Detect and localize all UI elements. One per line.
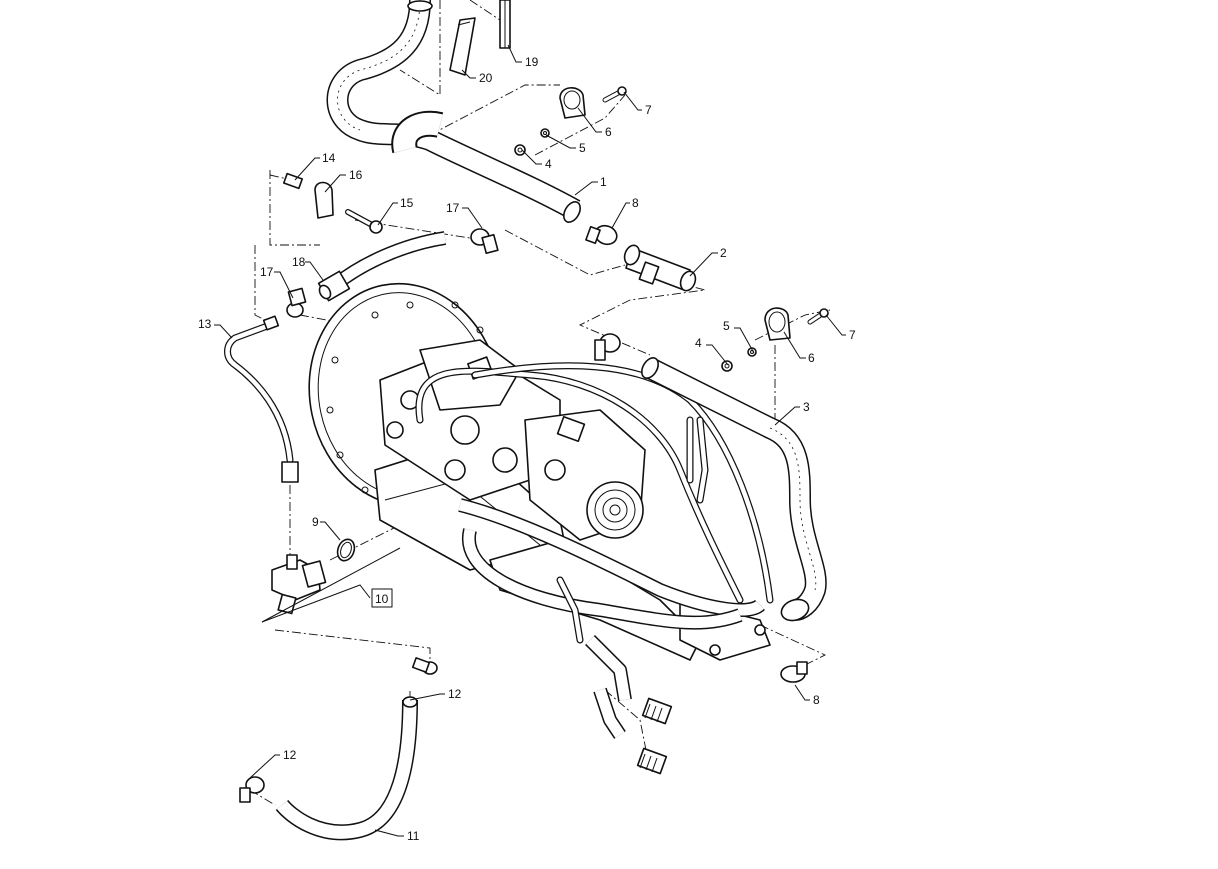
mounting-bracket-lower xyxy=(764,307,791,341)
hose-end-fitting-lower xyxy=(636,747,668,775)
cap-screw xyxy=(345,209,383,234)
callout-6-upper: 6 xyxy=(605,125,612,139)
callout-10-box xyxy=(371,588,393,608)
flat-washer-lower xyxy=(747,347,757,357)
callout-9: 9 xyxy=(312,515,319,529)
hose-clamp-17-lower xyxy=(286,287,307,318)
callout-12-upper: 12 xyxy=(448,687,462,701)
insulation-pad xyxy=(449,17,476,76)
o-ring xyxy=(336,538,356,562)
hose-clamp-12-lower xyxy=(239,776,265,803)
suction-hose-upper xyxy=(326,0,581,223)
housing-bolts xyxy=(326,301,484,494)
callout-15: 15 xyxy=(400,196,414,210)
hex-nut-lower xyxy=(721,360,733,372)
callout-12-lower: 12 xyxy=(283,748,297,762)
callout-17-lower: 17 xyxy=(260,265,274,279)
callout-5-upper: 5 xyxy=(579,141,586,155)
callout-4-lower: 4 xyxy=(695,336,702,350)
callout-7-upper: 7 xyxy=(645,103,652,117)
hose-clamp-lower xyxy=(780,661,808,683)
callout-3: 3 xyxy=(803,400,810,414)
callout-2: 2 xyxy=(720,246,727,260)
callout-8-lower: 8 xyxy=(813,693,820,707)
callout-11: 11 xyxy=(407,829,420,843)
callout-10: 10 xyxy=(375,592,389,606)
drain-hose xyxy=(317,231,447,302)
hose-clamp-12-upper xyxy=(411,657,438,675)
callout-14: 14 xyxy=(322,151,336,165)
mounting-bracket-upper xyxy=(559,87,586,119)
callout-16: 16 xyxy=(349,168,363,182)
callout-18: 18 xyxy=(292,255,306,269)
callout-20: 20 xyxy=(479,71,493,85)
callout-19: 19 xyxy=(525,55,539,69)
callout-4-upper: 4 xyxy=(545,157,552,171)
return-hose xyxy=(275,696,418,841)
callout-labels: 1 2 3 4 4 5 5 6 6 7 7 8 8 9 10 11 12 12 … xyxy=(198,55,856,843)
hose-clamp-17-upper xyxy=(470,228,499,255)
elbow-fitting xyxy=(261,547,401,623)
bolt-upper xyxy=(602,86,627,103)
callout-5-lower: 5 xyxy=(723,319,730,333)
hose-clamp-mid xyxy=(594,333,621,361)
callout-leaders xyxy=(214,44,846,837)
callout-8-upper: 8 xyxy=(632,196,639,210)
suction-hose-lower xyxy=(641,357,827,622)
bolt-lower xyxy=(807,308,829,325)
callout-6-lower: 6 xyxy=(808,351,815,365)
drain-tube xyxy=(224,315,299,483)
hex-nut-upper xyxy=(514,144,526,156)
callout-17-upper: 17 xyxy=(446,201,460,215)
tee-connector xyxy=(623,244,697,292)
p-clip xyxy=(314,181,334,219)
spacer-sleeve xyxy=(282,172,304,190)
callout-1: 1 xyxy=(600,175,607,189)
callout-13: 13 xyxy=(198,317,212,331)
hydraulic-pump-assembly xyxy=(308,282,774,739)
seal-strip xyxy=(499,0,511,49)
hose-clamp-upper xyxy=(585,224,618,246)
callout-7-lower: 7 xyxy=(849,328,856,342)
hose-end-fitting-upper xyxy=(641,697,673,725)
